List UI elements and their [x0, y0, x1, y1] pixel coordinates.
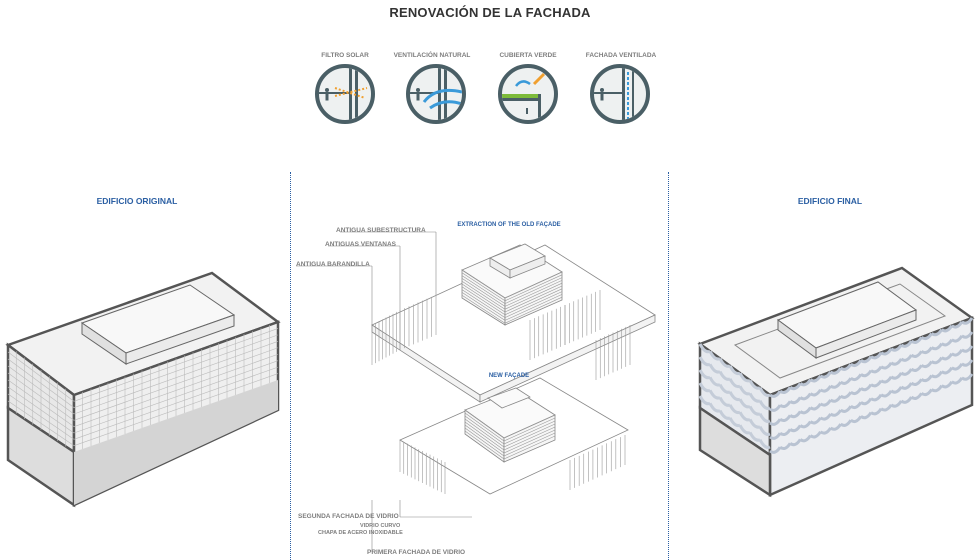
callout-segunda-fachada: SEGUNDA FACHADA DE VIDRIO — [298, 513, 399, 520]
section-title-final: EDIFICIO FINAL — [797, 196, 863, 206]
section-title-original: EDIFICIO ORIGINAL — [96, 196, 178, 206]
icon-label-ventilacion: VENTILACIÓN NATURAL — [393, 52, 471, 59]
icon-label-cubierta-verde: CUBIERTA VERDE — [499, 52, 557, 59]
divider-right — [668, 172, 669, 560]
extraction-label: EXTRACTION OF THE OLD FAÇADE — [457, 222, 561, 228]
icon-label-fachada-ventilada: FACHADA VENTILADA — [585, 52, 657, 59]
divider-left — [290, 172, 291, 560]
new-facade-label: NEW FAÇADE — [488, 373, 530, 379]
callout-antigua-subestructura: ANTIGUA SUBESTRUCTURA — [336, 227, 426, 234]
callout-chapa-acero: CHAPA DE ACERO INOXIDABLE — [318, 530, 403, 536]
callout-antigua-barandilla: ANTIGUA BARANDILLA — [296, 261, 370, 268]
green-roof-icon — [498, 64, 558, 124]
ventilated-facade-icon — [590, 64, 650, 124]
solar-filter-icon — [315, 64, 375, 124]
callout-antiguas-ventanas: ANTIGUAS VENTANAS — [325, 241, 397, 248]
page-title: RENOVACIÓN DE LA FACHADA — [389, 5, 591, 20]
callout-primera-fachada: PRIMERA FACHADA DE VIDRIO — [367, 549, 466, 556]
icon-label-filtro-solar: FILTRO SOLAR — [321, 52, 369, 59]
natural-ventilation-icon — [406, 64, 466, 124]
callout-vidrio-curvo: VIDRIO CURVO — [360, 523, 401, 529]
